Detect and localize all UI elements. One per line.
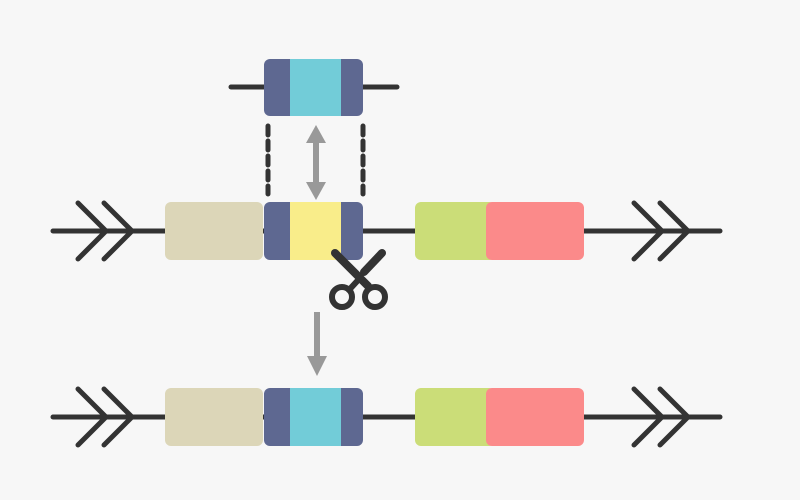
down-arrow-icon [307,312,327,376]
donor-template [228,59,400,116]
scissors-icon [329,249,388,310]
double-arrow-icon [306,125,326,200]
original-strand [50,202,723,260]
edited-strand [50,388,723,446]
alignment-guides [265,123,366,197]
